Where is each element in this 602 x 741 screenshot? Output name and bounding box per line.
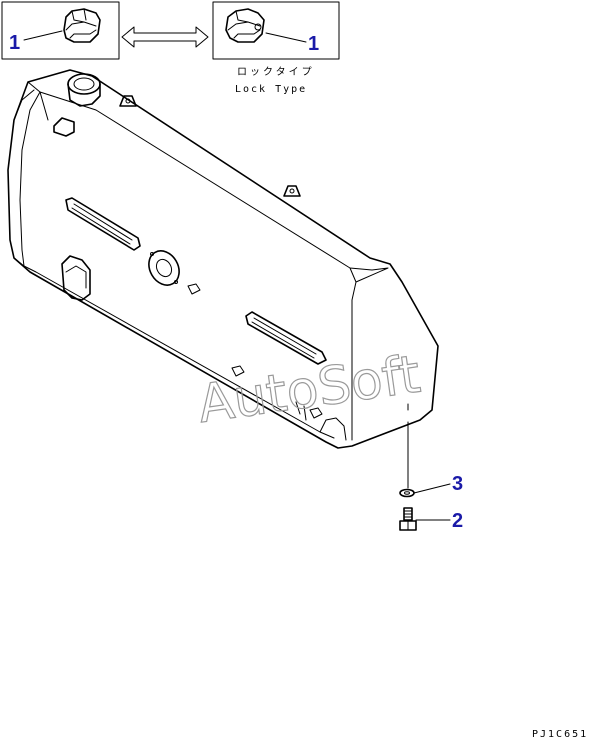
- washer[interactable]: [399, 488, 415, 498]
- leader-line-3: [413, 483, 451, 494]
- callout-3-washer[interactable]: 3: [452, 473, 463, 495]
- lock-type-caption-jp: ロックタイプ: [237, 66, 315, 78]
- standard-cap-inset: 1: [1, 1, 120, 60]
- callout-2-bolt[interactable]: 2: [452, 510, 463, 532]
- double-arrow: [121, 26, 209, 48]
- inset-frame-left: [1, 1, 120, 60]
- leader-line-1-right: [265, 32, 307, 43]
- filler-cap-standard[interactable]: [63, 8, 101, 43]
- callout-1-lock[interactable]: 1: [308, 33, 319, 55]
- leader-line-1-left: [23, 30, 63, 41]
- lock-type-caption-en: Lock Type: [235, 84, 307, 95]
- drain-bolt[interactable]: [399, 507, 417, 531]
- drawing-code: PJ1C651: [532, 729, 588, 740]
- filler-neck[interactable]: [67, 73, 101, 107]
- fuel-tank[interactable]: [7, 69, 439, 449]
- lock-keyhole-icon: [254, 23, 262, 31]
- callout-1-standard[interactable]: 1: [9, 32, 20, 54]
- inset-frame-right: [212, 1, 340, 60]
- filler-cap-lock-type[interactable]: [225, 8, 265, 43]
- lock-cap-inset: 1: [212, 1, 340, 60]
